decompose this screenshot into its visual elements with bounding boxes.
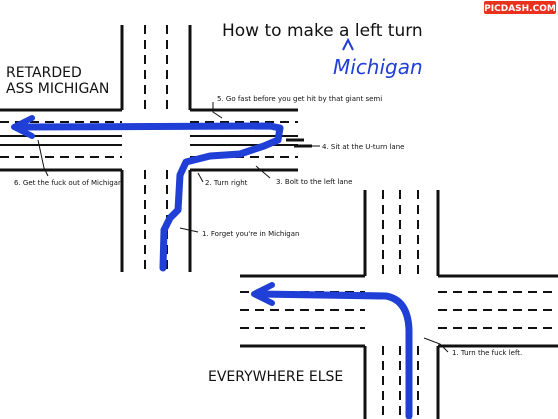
everywhere-leader — [423, 337, 449, 353]
insertion-caret-icon — [342, 37, 354, 51]
michigan-heading-line2: ASS MICHIGAN — [6, 81, 109, 97]
everywhere-heading: EVERYWHERE ELSE — [208, 369, 343, 385]
michigan-step-5: 5. Go fast before you get hit by that gi… — [217, 95, 382, 103]
michigan-step-4: 4. Sit at the U-turn lane — [322, 143, 404, 151]
michigan-step-6: 6. Get the fuck out of Michigan — [14, 179, 122, 187]
everywhere-step-1: 1. Turn the fuck left. — [452, 349, 522, 357]
michigan-route — [16, 122, 284, 272]
callout-leaders — [37, 102, 320, 233]
route-arrowhead-icon — [251, 282, 275, 306]
watermark-text: PICDASH.COM — [484, 4, 556, 14]
handwritten-insert: Michigan — [333, 55, 423, 79]
page-title: How to make a left turn — [222, 21, 423, 41]
michigan-heading-line1: RETARDED — [6, 65, 82, 81]
michigan-step-2: 2. Turn right — [205, 179, 248, 187]
michigan-step-3: 3. Bolt to the left lane — [276, 178, 352, 186]
everywhere-route — [254, 290, 413, 419]
route-arrowhead-icon — [11, 115, 35, 139]
watermark-badge: PICDASH.COM — [484, 1, 556, 14]
michigan-step-1: 1. Forget you're in Michigan — [202, 230, 299, 238]
